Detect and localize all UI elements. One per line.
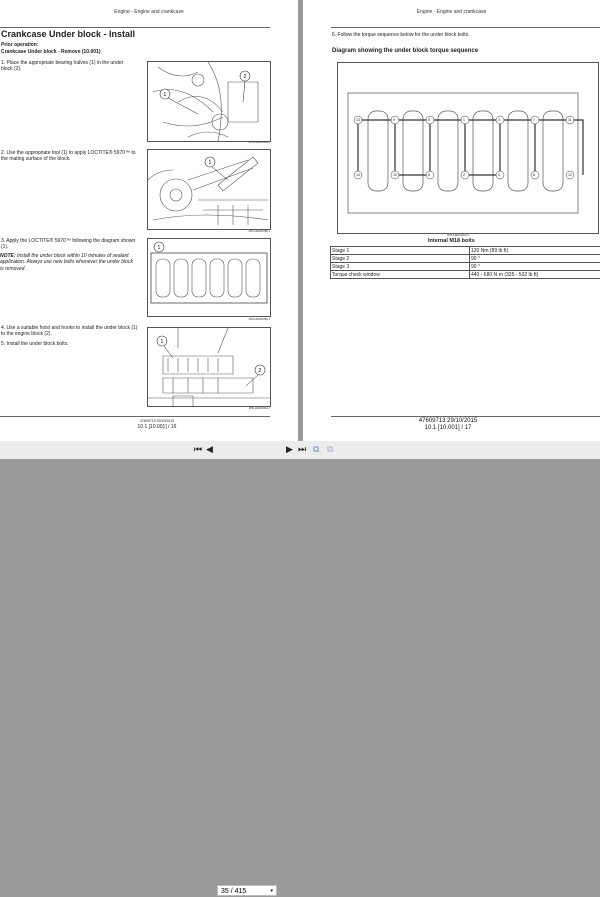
svg-text:4: 4 [498, 173, 500, 177]
first-page-icon[interactable]: ⏮ [194, 444, 202, 455]
figure-loctite-tool: 1 [147, 149, 271, 230]
svg-text:2: 2 [463, 173, 465, 177]
next-page-icon[interactable]: ▶ [286, 444, 293, 455]
step-4: 4. Use a suitable hoist and hooks to ins… [1, 325, 138, 338]
step-5: 5. Install the under block bolts. [1, 341, 138, 347]
diagram-title: Diagram showing the under block torque s… [332, 48, 478, 54]
svg-text:8: 8 [533, 173, 535, 177]
svg-text:1: 1 [463, 118, 465, 122]
svg-text:9: 9 [393, 118, 395, 122]
step-1: 1. Place the appropriate bearing halves … [1, 60, 136, 73]
last-page-icon[interactable]: ⏭ [298, 444, 306, 455]
svg-text:2: 2 [244, 74, 247, 80]
svg-text:14: 14 [356, 173, 360, 177]
figure-sealant-diagram: 1 [147, 238, 271, 317]
svg-text:1: 1 [209, 160, 212, 166]
svg-text:7: 7 [533, 118, 535, 122]
page-header: Engine - Engine and crankcase [303, 9, 600, 15]
step-3: 3. Apply the LOCTITE® 5970™ following th… [1, 238, 136, 251]
svg-text:12: 12 [568, 173, 572, 177]
right-page: Engine - Engine and crankcase 6. Follow … [303, 0, 600, 441]
figure-caption: NHIL14EN016BA 2 [200, 230, 270, 233]
svg-text:1: 1 [161, 339, 164, 345]
figure-caption: NHIL14EN016FA 4 [200, 407, 270, 410]
left-page: Engine - Engine and crankcase Crankcase … [0, 0, 298, 441]
figure-caption: NHIL14EN016BA 3 [200, 318, 270, 321]
copy-icon[interactable]: ⧉ [313, 444, 319, 455]
step-2: 2. Use the appropriate tool (1) to apply… [1, 150, 136, 163]
page-title: Crankcase Under block - Install [1, 29, 135, 40]
previous-page-icon[interactable]: ◀ [206, 444, 213, 455]
svg-text:6: 6 [428, 173, 430, 177]
svg-text:1: 1 [158, 245, 161, 251]
pdf-toolbar: ⏮ ◀ 35 / 415▾ ▶ ⏭ ⧉ ⧉ [0, 441, 600, 459]
page-header: Engine - Engine and crankcase [0, 9, 298, 15]
svg-text:5: 5 [428, 118, 430, 122]
note: NOTE: Install the under block within 10 … [0, 253, 137, 272]
paste-icon[interactable]: ⧉ [327, 444, 333, 455]
footer-page-ref: 10.1 [10.001] / 17 [383, 425, 513, 432]
table-title: Internal M18 bolts [428, 238, 475, 244]
svg-text:13: 13 [356, 118, 360, 122]
page-number-select[interactable]: 35 / 415▾ [217, 885, 277, 896]
svg-text:3: 3 [498, 118, 500, 122]
figure-bearing-halves: 1 2 [147, 61, 271, 142]
prior-operation-link[interactable]: Crankcase Under block - Remove (10.001) [1, 49, 101, 55]
svg-text:10: 10 [393, 173, 397, 177]
figure-caption: NHIL14EN016AA 1 [200, 141, 270, 144]
svg-text:1: 1 [164, 92, 167, 98]
figure-hoist: 1 2 [147, 327, 271, 407]
prior-operation-label: Prior operation: [1, 42, 39, 48]
svg-text:11: 11 [568, 118, 572, 122]
step-6: 6. Follow the torque sequence below for … [332, 32, 477, 38]
diagram-caption: NHIL14EN016GA 5 [433, 234, 483, 237]
svg-text:2: 2 [259, 368, 262, 374]
